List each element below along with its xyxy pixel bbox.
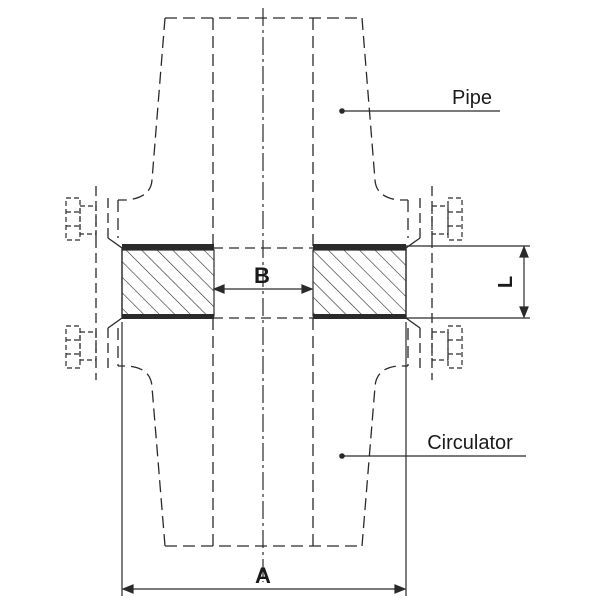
- bore-outline: [213, 247, 313, 319]
- gasket-left: [121, 244, 215, 319]
- pipe-leader: [339, 108, 500, 114]
- right-bolt-top: [431, 197, 463, 241]
- dimension-l-label: L: [495, 276, 517, 288]
- dimension-a-label: A: [255, 563, 271, 588]
- right-flange: [405, 186, 433, 380]
- dimension-b: [212, 284, 314, 294]
- left-bolt-top: [65, 197, 97, 241]
- dimension-a: [121, 322, 407, 596]
- pipe-label: Pipe: [452, 87, 492, 109]
- circulator-leader: [339, 453, 526, 459]
- dimension-b-label: B: [254, 263, 270, 288]
- right-bolt-bottom: [431, 325, 463, 369]
- gasket-right: [312, 244, 407, 319]
- circulator-outline: [117, 318, 409, 547]
- dimension-l: [406, 245, 530, 319]
- left-bolt-bottom: [65, 325, 97, 369]
- circulator-label: Circulator: [427, 432, 513, 454]
- pipe-outline: [117, 17, 409, 248]
